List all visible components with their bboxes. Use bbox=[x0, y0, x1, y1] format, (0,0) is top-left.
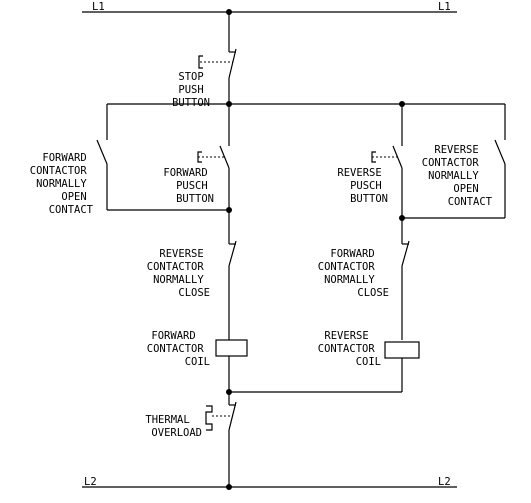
l2-left-label: L2 bbox=[84, 476, 97, 488]
forward-contactor-no-contact bbox=[96, 104, 229, 211]
stop-push-button bbox=[198, 48, 237, 104]
thermal-overload-label: THERMAL OVERLOAD bbox=[145, 414, 202, 439]
forward-coil-label: FORWARD CONTACTOR COIL bbox=[147, 330, 210, 368]
forward-aux-label: FORWARD CONTACTOR NORMALLY OPEN CONTACT bbox=[30, 152, 94, 216]
reverse-push-button bbox=[371, 104, 403, 218]
node-l1 bbox=[226, 9, 232, 15]
reverse-button-label: REVERSE PUSCH BUTTON bbox=[337, 167, 388, 205]
forward-contactor-nc-interlock bbox=[401, 218, 410, 340]
forward-coil bbox=[215, 339, 248, 357]
thermal-element-icon bbox=[205, 405, 213, 431]
reverse-contactor-nc-interlock bbox=[228, 210, 237, 340]
l1-right-label: L1 bbox=[438, 1, 451, 13]
node-l2 bbox=[226, 484, 232, 490]
forward-push-button bbox=[197, 104, 230, 210]
forward-button-label: FORWARD PUSCH BUTTON bbox=[163, 167, 214, 205]
reverse-contactor-no-contact bbox=[402, 104, 506, 219]
thermal-overload-contact bbox=[205, 392, 237, 487]
reverse-coil-label: REVERSE CONTACTOR COIL bbox=[318, 330, 381, 368]
forward-interlock-label: FORWARD CONTACTOR NORMALLY CLOSE bbox=[318, 248, 389, 299]
stop-button-label: STOP PUSH BUTTON bbox=[172, 71, 210, 109]
l1-left-label: L1 bbox=[92, 1, 105, 13]
reverse-coil bbox=[384, 341, 420, 359]
reverse-interlock-label: REVERSE CONTACTOR NORMALLY CLOSE bbox=[147, 248, 210, 299]
l2-right-label: L2 bbox=[438, 476, 451, 488]
reverse-aux-label: REVERSE CONTACTOR NORMALLY OPEN CONTACT bbox=[422, 144, 493, 208]
